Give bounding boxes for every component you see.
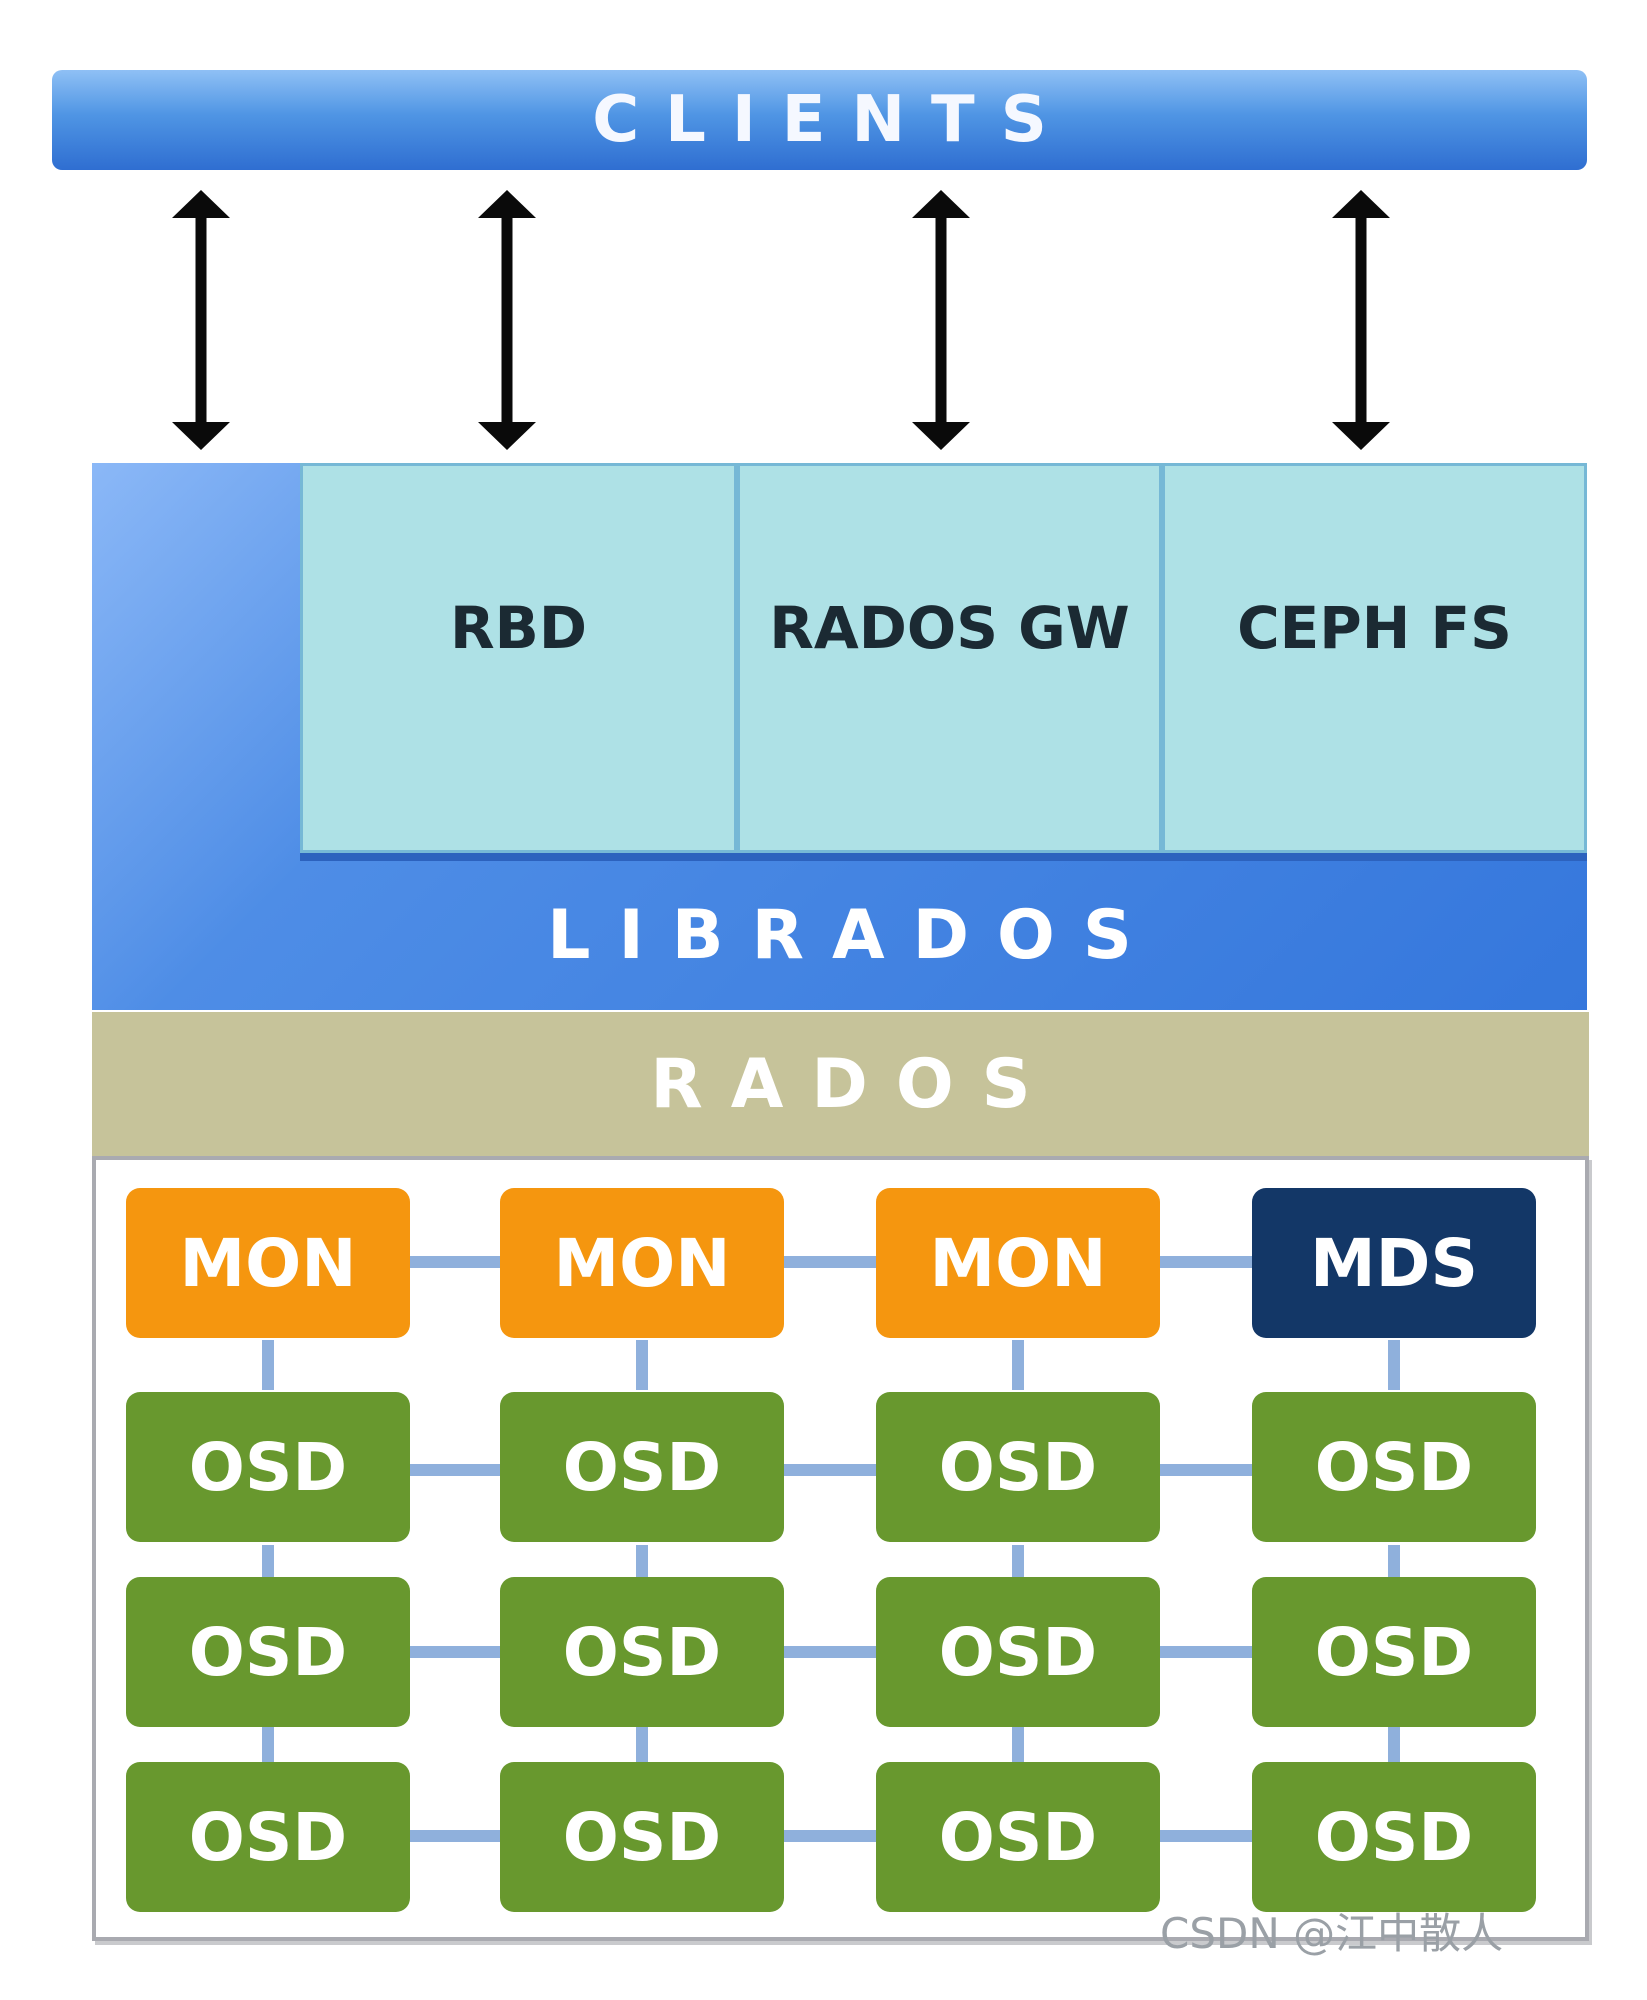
cephfs-label: CEPH FS <box>1237 594 1512 662</box>
osd-node: OSD <box>876 1392 1160 1542</box>
node-label: MON <box>553 1224 731 1302</box>
client-arrows <box>172 190 1390 450</box>
radosgw-label: RADOS GW <box>769 594 1130 662</box>
arrow-librados-direct <box>172 190 230 450</box>
node-label: OSD <box>1314 1798 1474 1876</box>
arrow-cephfs <box>1332 190 1390 450</box>
watermark: CSDN @江中散人 <box>1160 1909 1504 1958</box>
node-label: OSD <box>188 1613 348 1691</box>
node-label: OSD <box>938 1798 1098 1876</box>
node-label: OSD <box>562 1613 722 1691</box>
node-label: OSD <box>188 1428 348 1506</box>
clients-layer: CLIENTS <box>52 70 1587 170</box>
osd-node: OSD <box>500 1762 784 1912</box>
arrow-radosgw <box>912 190 970 450</box>
osd-node: OSD <box>500 1392 784 1542</box>
node-label: MON <box>179 1224 357 1302</box>
node-label: OSD <box>938 1428 1098 1506</box>
osd-node: OSD <box>126 1392 410 1542</box>
osd-node: OSD <box>1252 1762 1536 1912</box>
mon-node-3: MON <box>876 1188 1160 1338</box>
node-label: OSD <box>562 1428 722 1506</box>
clients-label: CLIENTS <box>592 83 1073 157</box>
osd-node: OSD <box>876 1577 1160 1727</box>
rados-label: RADOS <box>650 1044 1059 1124</box>
node-label: OSD <box>1314 1428 1474 1506</box>
node-label: OSD <box>188 1798 348 1876</box>
radosgw-panel: RADOS GW <box>737 463 1162 853</box>
osd-node: OSD <box>1252 1392 1536 1542</box>
rados-layer: RADOS <box>92 1012 1589 1156</box>
mds-node: MDS <box>1252 1188 1536 1338</box>
osd-node: OSD <box>500 1577 784 1727</box>
node-label: MDS <box>1310 1224 1478 1302</box>
osd-node: OSD <box>126 1762 410 1912</box>
mon-node-1: MON <box>126 1188 410 1338</box>
cephfs-panel: CEPH FS <box>1162 463 1587 853</box>
osd-node: OSD <box>876 1762 1160 1912</box>
arrow-rbd <box>478 190 536 450</box>
mon-node-2: MON <box>500 1188 784 1338</box>
node-label: MON <box>929 1224 1107 1302</box>
node-label: OSD <box>938 1613 1098 1691</box>
node-label: OSD <box>1314 1613 1474 1691</box>
osd-node: OSD <box>1252 1577 1536 1727</box>
rbd-label: RBD <box>449 594 587 662</box>
librados-label: LIBRADOS <box>547 895 1160 975</box>
osd-node: OSD <box>126 1577 410 1727</box>
librados-label-row: LIBRADOS <box>92 880 1587 990</box>
rbd-panel: RBD <box>300 463 737 853</box>
api-panel-shadow <box>300 853 1587 861</box>
node-label: OSD <box>562 1798 722 1876</box>
